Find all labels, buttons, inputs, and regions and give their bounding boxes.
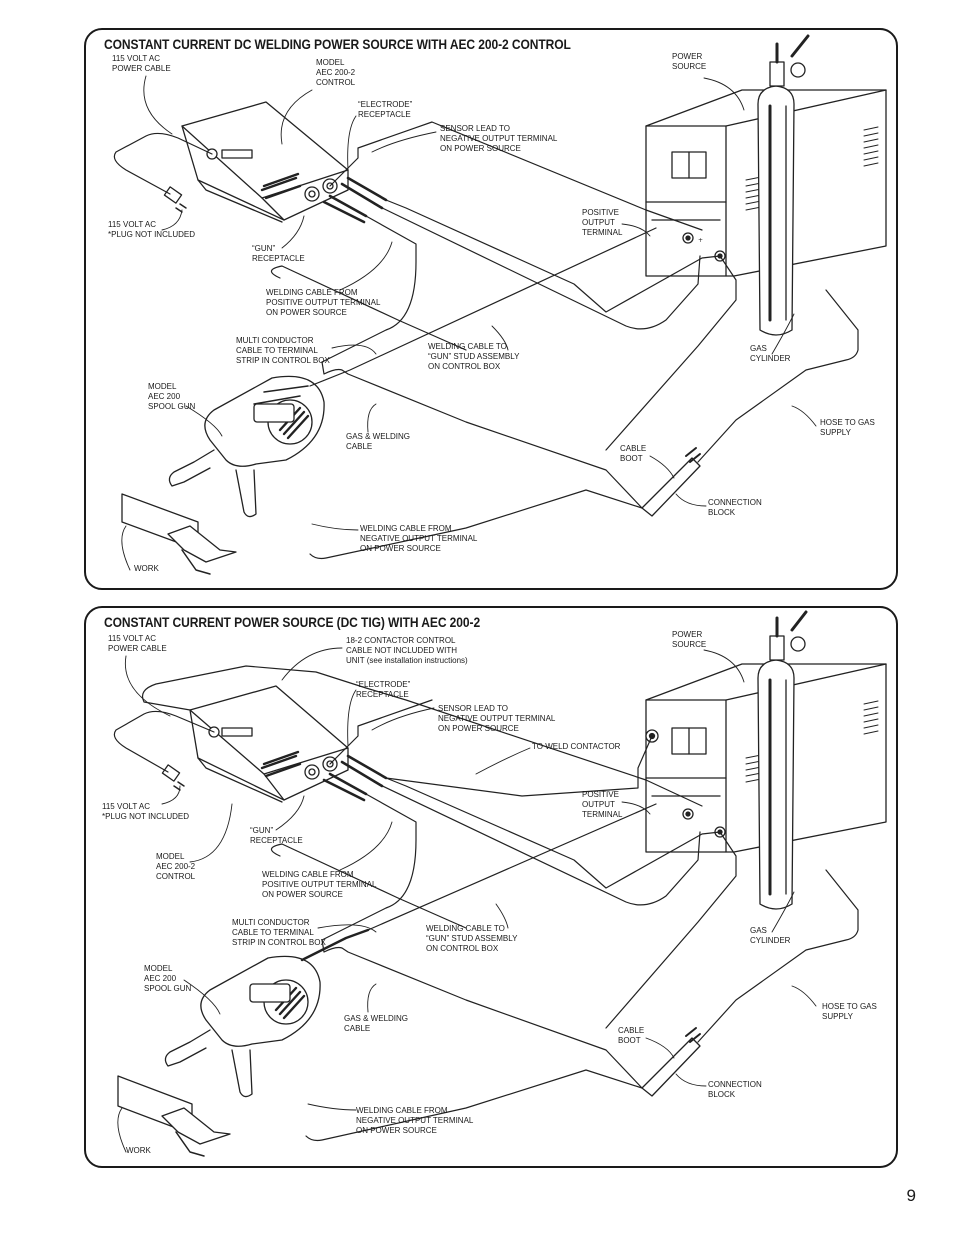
label-work: WORK	[134, 564, 159, 573]
label-gun-receptacle: “GUN” RECEPTACLE	[250, 826, 303, 845]
diagram-panel-1: CONSTANT CURRENT DC WELDING POWER SOURCE…	[84, 28, 898, 590]
work-clamp-art	[117, 1075, 231, 1157]
label-welding-cable-positive: WELDING CABLE FROM POSITIVE OUTPUT TERMI…	[262, 870, 377, 899]
label-gas-welding-cable: GAS & WELDING CABLE	[344, 1014, 409, 1033]
page-number: 9	[906, 1186, 916, 1205]
label-welding-cable-gun: WELDING CABLE TO “GUN” STUD ASSEMBLY ON …	[426, 924, 518, 953]
label-plug: 115 VOLT AC *PLUG NOT INCLUDED	[108, 220, 195, 239]
label-welding-cable-gun: WELDING CABLE TO “GUN” STUD ASSEMBLY ON …	[428, 342, 520, 371]
panel-title: CONSTANT CURRENT DC WELDING POWER SOURCE…	[104, 36, 571, 52]
label-gas-cylinder: GAS CYLINDER	[750, 344, 791, 363]
spool-gun-art	[168, 375, 325, 518]
label-multi-conductor: MULTI CONDUCTOR CABLE TO TERMINAL STRIP …	[236, 336, 330, 365]
cables	[113, 665, 859, 1142]
label-sensor-lead: SENSOR LEAD TO NEGATIVE OUTPUT TERMINAL …	[438, 704, 556, 733]
plug-art	[161, 764, 185, 791]
label-cable-boot: CABLE BOOT	[620, 444, 647, 463]
label-multi-conductor: MULTI CONDUCTOR CABLE TO TERMINAL STRIP …	[232, 918, 326, 947]
plug-art	[163, 186, 187, 213]
label-hose: HOSE TO GAS SUPPLY	[820, 418, 875, 437]
leader-lines	[121, 75, 817, 571]
label-positive-terminal: POSITIVE OUTPUT TERMINAL	[582, 790, 623, 819]
gas-cylinder-art	[757, 610, 808, 910]
label-spool-gun: MODEL AEC 200 SPOOL GUN	[148, 382, 196, 411]
label-model-control: MODEL AEC 200-2 CONTROL	[156, 852, 196, 881]
gas-cylinder-art	[757, 34, 810, 336]
cable-boot-art	[641, 1027, 701, 1097]
diagram-panel-2: CONSTANT CURRENT POWER SOURCE (DC TIG) W…	[84, 606, 898, 1168]
label-plug: 115 VOLT AC *PLUG NOT INCLUDED	[102, 802, 189, 821]
wiring-diagram-art	[113, 610, 887, 1157]
label-hose: HOSE TO GAS SUPPLY	[822, 1002, 877, 1021]
svg-text:+: +	[698, 237, 703, 244]
label-power-source: POWER SOURCE	[672, 630, 707, 649]
label-welding-cable-negative: WELDING CABLE FROM NEGATIVE OUTPUT TERMI…	[360, 524, 478, 553]
cable-boot-art	[641, 447, 701, 517]
label-power-source: POWER SOURCE	[672, 52, 707, 71]
panel-title: CONSTANT CURRENT POWER SOURCE (DC TIG) W…	[104, 614, 481, 630]
label-work: WORK	[126, 1146, 151, 1155]
work-clamp-art	[121, 493, 237, 575]
label-to-weld-contactor: TO WELD CONTACTOR	[532, 742, 621, 751]
label-connection-block: CONNECTION BLOCK	[708, 1080, 762, 1099]
label-positive-terminal: POSITIVE OUTPUT TERMINAL	[582, 208, 623, 237]
label-gun-receptacle: “GUN” RECEPTACLE	[252, 244, 305, 263]
label-welding-cable-positive: WELDING CABLE FROM POSITIVE OUTPUT TERMI…	[266, 288, 381, 317]
label-welding-cable-negative: WELDING CABLE FROM NEGATIVE OUTPUT TERMI…	[356, 1106, 474, 1135]
cables	[113, 121, 859, 560]
label-model-control: MODEL AEC 200-2 CONTROL	[316, 58, 356, 87]
label-electrode-receptacle: “ELECTRODE” RECEPTACLE	[356, 680, 411, 699]
label-gas-welding-cable: GAS & WELDING CABLE	[346, 432, 411, 451]
spool-gun-art	[164, 928, 370, 1098]
label-power-cable: 115 VOLT AC POWER CABLE	[108, 634, 167, 653]
label-electrode-receptacle: “ELECTRODE” RECEPTACLE	[358, 100, 413, 119]
label-connection-block: CONNECTION BLOCK	[708, 498, 762, 517]
label-gas-cylinder: GAS CYLINDER	[750, 926, 791, 945]
label-power-cable: 115 VOLT AC POWER CABLE	[112, 54, 171, 73]
control-box-art	[189, 685, 388, 803]
leader-lines	[117, 647, 817, 1153]
label-contactor-cable: 18-2 CONTACTOR CONTROL CABLE NOT INCLUDE…	[346, 636, 468, 665]
label-sensor-lead: SENSOR LEAD TO NEGATIVE OUTPUT TERMINAL …	[440, 124, 558, 153]
label-spool-gun: MODEL AEC 200 SPOOL GUN	[144, 964, 192, 993]
label-cable-boot: CABLE BOOT	[618, 1026, 645, 1045]
wiring-diagram-art: +	[113, 34, 887, 575]
